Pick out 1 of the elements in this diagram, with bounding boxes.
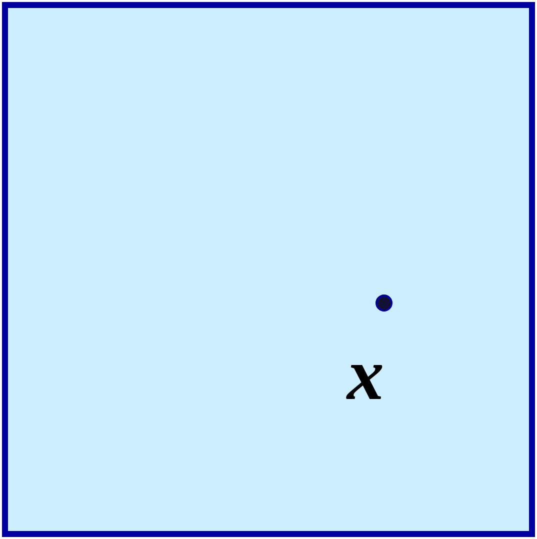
point-label: x [347, 338, 384, 412]
